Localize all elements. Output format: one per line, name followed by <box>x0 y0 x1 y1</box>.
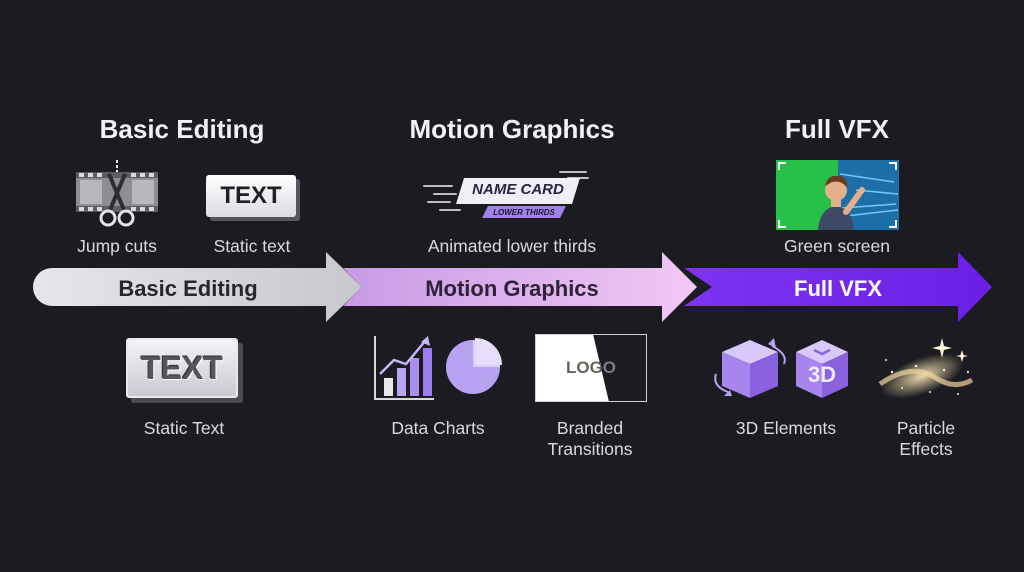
static-text-big-label: TEXT <box>141 349 223 386</box>
lower-thirds-card-icon: NAME CARD LOWER THIRDS <box>420 166 590 224</box>
caption-jump-cuts: Jump cuts <box>77 236 157 256</box>
static-text-big-box: TEXT <box>126 338 238 398</box>
caption-static-text-big: Static Text <box>143 418 225 438</box>
caption-3d-elements: 3D Elements <box>735 418 837 438</box>
caption-lower-thirds: Animated lower thirds <box>427 236 597 256</box>
film-scissors-icon <box>76 160 158 232</box>
3d-cube-label: 3D <box>807 362 837 387</box>
card-subtitle: LOWER THIRDS <box>493 208 555 217</box>
caption-data-charts: Data Charts <box>391 418 485 438</box>
bar-chart-icon <box>372 334 436 402</box>
pie-chart-icon <box>444 338 502 396</box>
stage-title-basic-editing: Basic Editing <box>99 114 265 144</box>
static-text-box: TEXT <box>206 175 296 217</box>
caption-branded-line1: Branded <box>556 418 624 438</box>
green-screen-icon <box>776 160 899 230</box>
caption-particle-line1: Particle <box>896 418 956 438</box>
logo-transition-icon: LOGO <box>535 334 647 402</box>
caption-static-text: Static text <box>213 236 291 256</box>
stage-title-full-vfx: Full VFX <box>785 114 889 144</box>
stage-title-motion-graphics: Motion Graphics <box>409 114 615 144</box>
caption-green-screen: Green screen <box>783 236 891 256</box>
card-title: NAME CARD <box>472 181 564 198</box>
band-label-basic-editing: Basic Editing <box>118 276 258 301</box>
logo-text: LOGO <box>565 358 617 377</box>
rotating-cube-icon <box>712 334 788 406</box>
progression-arrow-band <box>0 250 1024 324</box>
band-label-full-vfx: Full VFX <box>794 276 882 301</box>
band-label-motion-graphics: Motion Graphics <box>425 276 599 301</box>
caption-particle-line2: Effects <box>899 439 953 459</box>
3d-cube-icon: 3D <box>794 338 850 400</box>
caption-branded-line2: Transitions <box>547 439 633 459</box>
sparkle-particles-icon <box>872 332 978 408</box>
static-text-box-label: TEXT <box>220 182 282 209</box>
